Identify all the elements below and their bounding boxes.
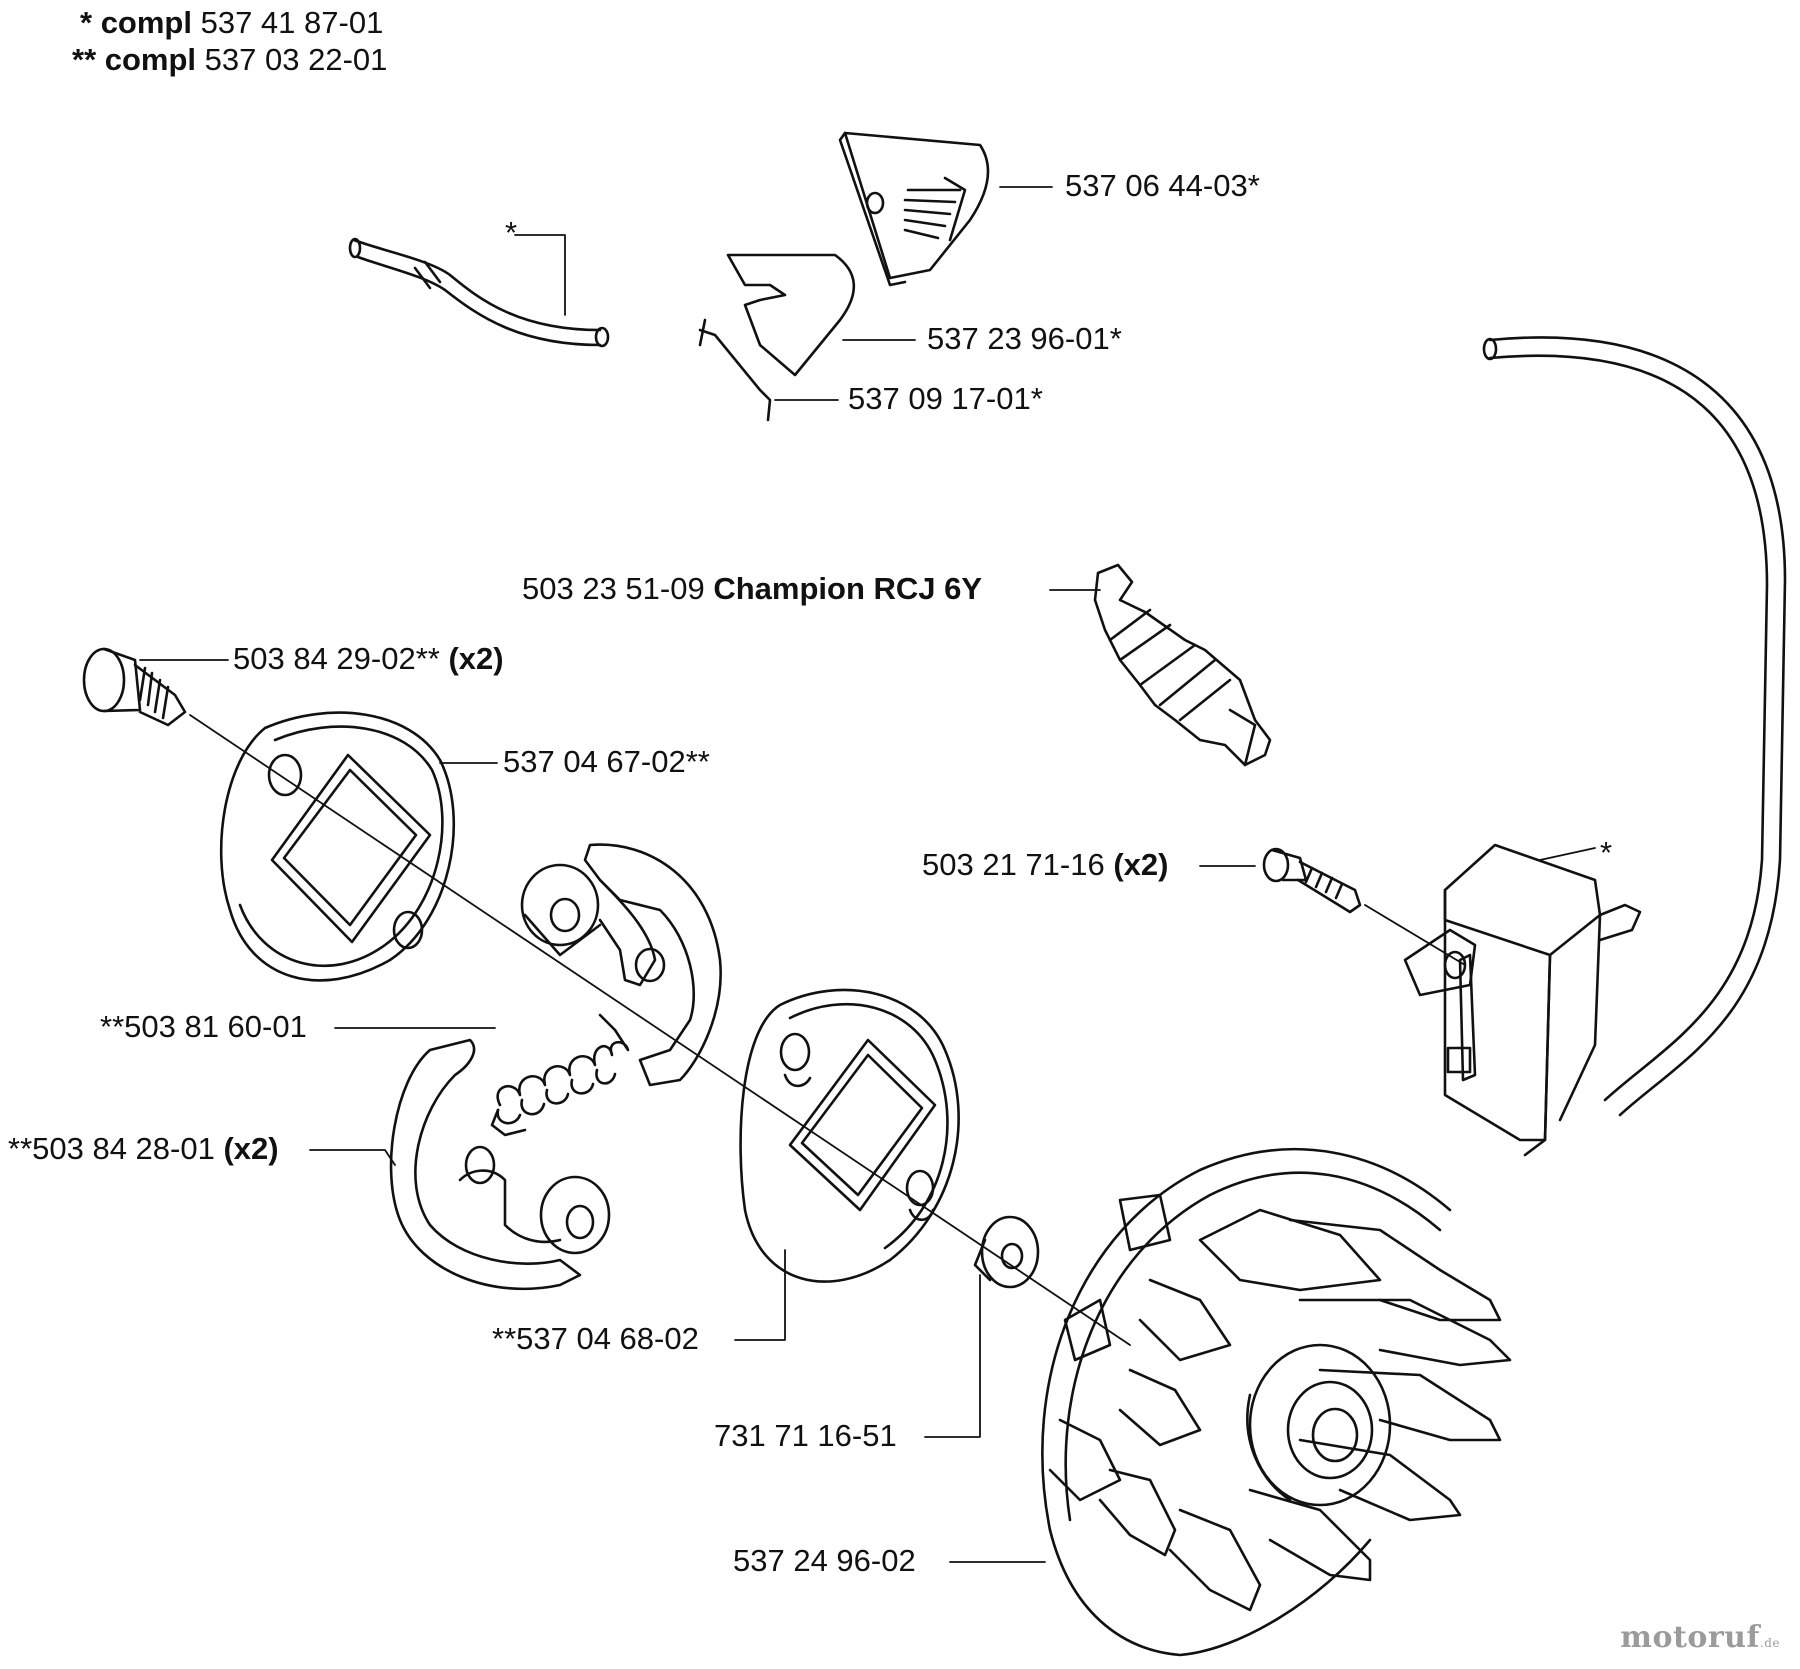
legend-marker: * — [80, 5, 101, 40]
clutch-shoe-upper — [520, 843, 722, 1087]
quantity: (x2) — [1113, 847, 1169, 882]
flywheel — [1041, 1147, 1512, 1657]
label-ignition-screw: 503 21 71-16 (x2) — [922, 847, 1168, 883]
spark-plug — [1093, 563, 1272, 767]
watermark-text: motoruf — [1620, 1620, 1760, 1655]
legend-marker: ** — [72, 42, 105, 77]
label-plug-cap-spring: 537 23 96-01* — [927, 321, 1122, 356]
ignition-module — [1403, 843, 1642, 1157]
clutch-plate-outer — [219, 711, 456, 982]
label-flywheel: 537 24 96-02 — [733, 1543, 916, 1578]
label-spark-plug: 503 23 51-09 Champion RCJ 6Y — [522, 571, 982, 607]
leader-lines — [139, 186, 1596, 1563]
label-washer: 731 71 16-51 — [714, 1418, 897, 1453]
cap-spring — [698, 253, 856, 422]
clutch-plate-inner — [739, 988, 960, 1283]
label-shoulder-screw: 503 84 29-02** (x2) — [233, 641, 504, 677]
part-number: 503 21 71-16 — [922, 847, 1114, 882]
ignition-screw — [1262, 847, 1362, 914]
label-plug-cap: 537 06 44-03* — [1065, 168, 1260, 203]
legend-compl: compl — [100, 5, 192, 40]
legend-line-single-star: * compl 537 41 87-01 — [80, 5, 383, 41]
legend-number: 537 03 22-01 — [196, 42, 388, 77]
watermark-logo: motoruf.de — [1620, 1620, 1780, 1655]
washer — [973, 1215, 1040, 1289]
part-number: 503 23 51-09 — [522, 571, 714, 606]
legend-compl: compl — [104, 42, 197, 77]
clutch-spring — [490, 1013, 630, 1137]
legend-number: 537 41 87-01 — [191, 5, 384, 40]
part-number: **503 84 28-01 — [8, 1131, 224, 1166]
label-ignition-module: * — [1600, 835, 1613, 870]
part-number: 503 84 29-02** — [233, 641, 449, 676]
label-clutch-spring: **503 81 60-01 — [100, 1009, 307, 1044]
label-fuel-hose: * — [505, 215, 518, 250]
shoulder-screw — [82, 647, 187, 727]
spark-plug-cap — [838, 131, 990, 287]
label-clutch-shoe: **503 84 28-01 (x2) — [8, 1131, 279, 1167]
quantity: (x2) — [448, 641, 504, 676]
legend-line-double-star: ** compl 537 03 22-01 — [72, 42, 387, 78]
label-clutch-plate-outer: 537 04 67-02** — [503, 744, 710, 779]
quantity: (x2) — [223, 1131, 279, 1166]
clutch-shoe-lower — [389, 1038, 611, 1291]
watermark-suffix: .de — [1759, 1636, 1780, 1650]
label-plug-cap-clip: 537 09 17-01* — [848, 381, 1043, 416]
short-hose — [348, 237, 610, 348]
ignition-lead — [1482, 336, 1787, 1117]
plug-type: Champion RCJ 6Y — [713, 571, 983, 606]
label-clutch-plate-inner: **537 04 68-02 — [492, 1321, 699, 1356]
